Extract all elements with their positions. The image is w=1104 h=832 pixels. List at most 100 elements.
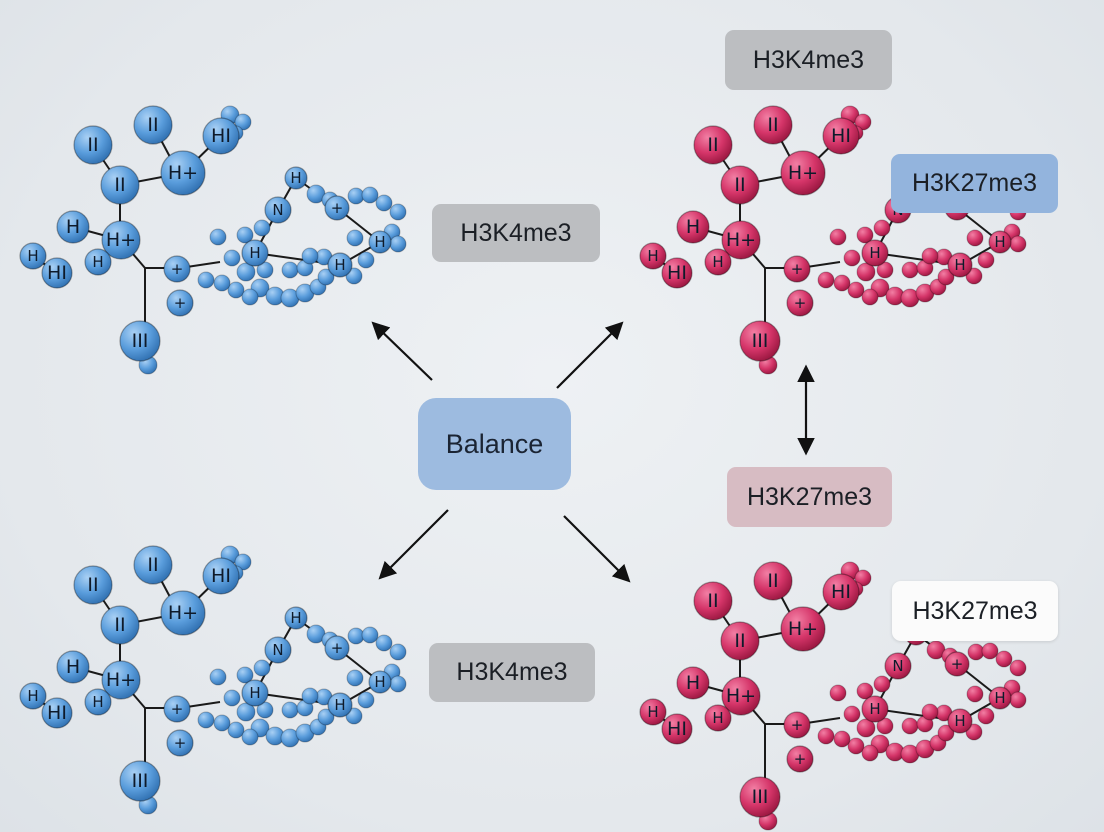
- atom-sphere: [854, 113, 872, 131]
- atom-sphere: [236, 226, 254, 244]
- atom-sphere: [389, 675, 407, 693]
- atom-node: [264, 196, 292, 224]
- atom-sphere: [253, 219, 271, 237]
- atom-sphere: [829, 684, 847, 702]
- atom-symbol: III: [132, 330, 149, 352]
- atom-symbol: H+: [726, 229, 756, 251]
- atom-sphere: [981, 642, 999, 660]
- atom-sphere: [847, 737, 865, 755]
- atom-node: [324, 195, 350, 221]
- atom-node: [84, 248, 112, 276]
- atom-node: [704, 248, 732, 276]
- atom-symbol: +: [171, 260, 184, 278]
- atom-sphere: [856, 262, 876, 282]
- atom-node: [676, 210, 710, 244]
- atom-sphere: [977, 707, 995, 725]
- atom-symbol: H: [374, 673, 385, 691]
- atom-symbol: H: [66, 656, 80, 678]
- atom-node: [327, 692, 353, 718]
- atom-node: [739, 320, 781, 362]
- atom-symbol: II: [707, 590, 718, 612]
- atom-symbol: H: [92, 693, 103, 711]
- arrow-to-bottom-left: [378, 509, 449, 580]
- label-bottom-right-inset: H3K27me3: [892, 581, 1058, 641]
- atom-symbol: +: [331, 639, 344, 657]
- atom-sphere: [317, 268, 335, 286]
- atom-sphere: [241, 728, 259, 746]
- atom-symbol: H: [290, 169, 301, 187]
- atom-node: [739, 776, 781, 818]
- atom-sphere: [209, 228, 227, 246]
- atom-sphere: [357, 691, 375, 709]
- atom-node: [861, 239, 889, 267]
- atom-symbol: H: [647, 703, 658, 721]
- atom-symbol: H+: [168, 602, 198, 624]
- atom-node: [56, 210, 90, 244]
- atom-node: [822, 117, 860, 155]
- arrow-to-top-right: [556, 321, 624, 389]
- atom-sphere: [281, 261, 299, 279]
- atom-sphere: [345, 267, 363, 285]
- atom-node: [786, 745, 814, 773]
- atom-symbol: H+: [788, 162, 818, 184]
- atom-node: [133, 105, 173, 145]
- atom-node: [41, 697, 73, 729]
- atom-symbol: +: [791, 260, 804, 278]
- atom-sphere: [223, 249, 241, 267]
- atom-sphere: [1009, 691, 1027, 709]
- atom-symbol: H: [92, 253, 103, 271]
- atom-node: [133, 545, 173, 585]
- atom-node: [368, 670, 392, 694]
- atom-node: [822, 573, 860, 611]
- atom-node: [861, 695, 889, 723]
- atom-symbol: II: [147, 114, 158, 136]
- atom-symbol: HI: [831, 581, 851, 603]
- atom-sphere: [301, 687, 319, 705]
- atom-symbol: H: [27, 687, 38, 705]
- atom-node: [202, 117, 240, 155]
- atom-sphere: [234, 113, 252, 131]
- atom-sphere: [876, 717, 894, 735]
- atom-sphere: [854, 569, 872, 587]
- arrow-to-bottom-right: [563, 515, 631, 583]
- atom-node: [988, 686, 1012, 710]
- atom-node: [721, 676, 761, 716]
- label-top-left: H3K4me3: [432, 204, 600, 262]
- atom-node: [160, 590, 206, 636]
- atom-sphere: [223, 689, 241, 707]
- atom-sphere: [361, 626, 379, 644]
- atom-symbol: N: [892, 657, 903, 675]
- atom-sphere: [301, 247, 319, 265]
- atom-node: [19, 242, 47, 270]
- atom-sphere: [317, 708, 335, 726]
- atom-sphere: [901, 717, 919, 735]
- label-top-right-inset: H3K27me3: [891, 154, 1058, 213]
- atom-sphere: [843, 705, 861, 723]
- atom-node: [783, 255, 811, 283]
- atom-node: [119, 320, 161, 362]
- atom-sphere: [361, 186, 379, 204]
- atom-symbol: III: [132, 770, 149, 792]
- atom-symbol: H: [869, 244, 880, 262]
- atom-node: [780, 150, 826, 196]
- atom-sphere: [209, 668, 227, 686]
- atom-symbol: H: [334, 256, 345, 274]
- atom-sphere: [856, 682, 874, 700]
- atom-symbol: H: [290, 609, 301, 627]
- atom-sphere: [389, 203, 407, 221]
- atom-sphere: [856, 718, 876, 738]
- atom-sphere: [236, 666, 254, 684]
- atom-sphere: [856, 226, 874, 244]
- atom-symbol: H: [334, 696, 345, 714]
- atom-sphere: [861, 288, 879, 306]
- atom-sphere: [213, 714, 231, 732]
- atom-sphere: [357, 251, 375, 269]
- atom-symbol: HI: [47, 702, 67, 724]
- atom-sphere: [921, 703, 939, 721]
- atom-sphere: [236, 262, 256, 282]
- atom-node: [100, 605, 140, 645]
- atom-sphere: [937, 724, 955, 742]
- atom-symbol: H: [954, 712, 965, 730]
- atom-sphere: [833, 730, 851, 748]
